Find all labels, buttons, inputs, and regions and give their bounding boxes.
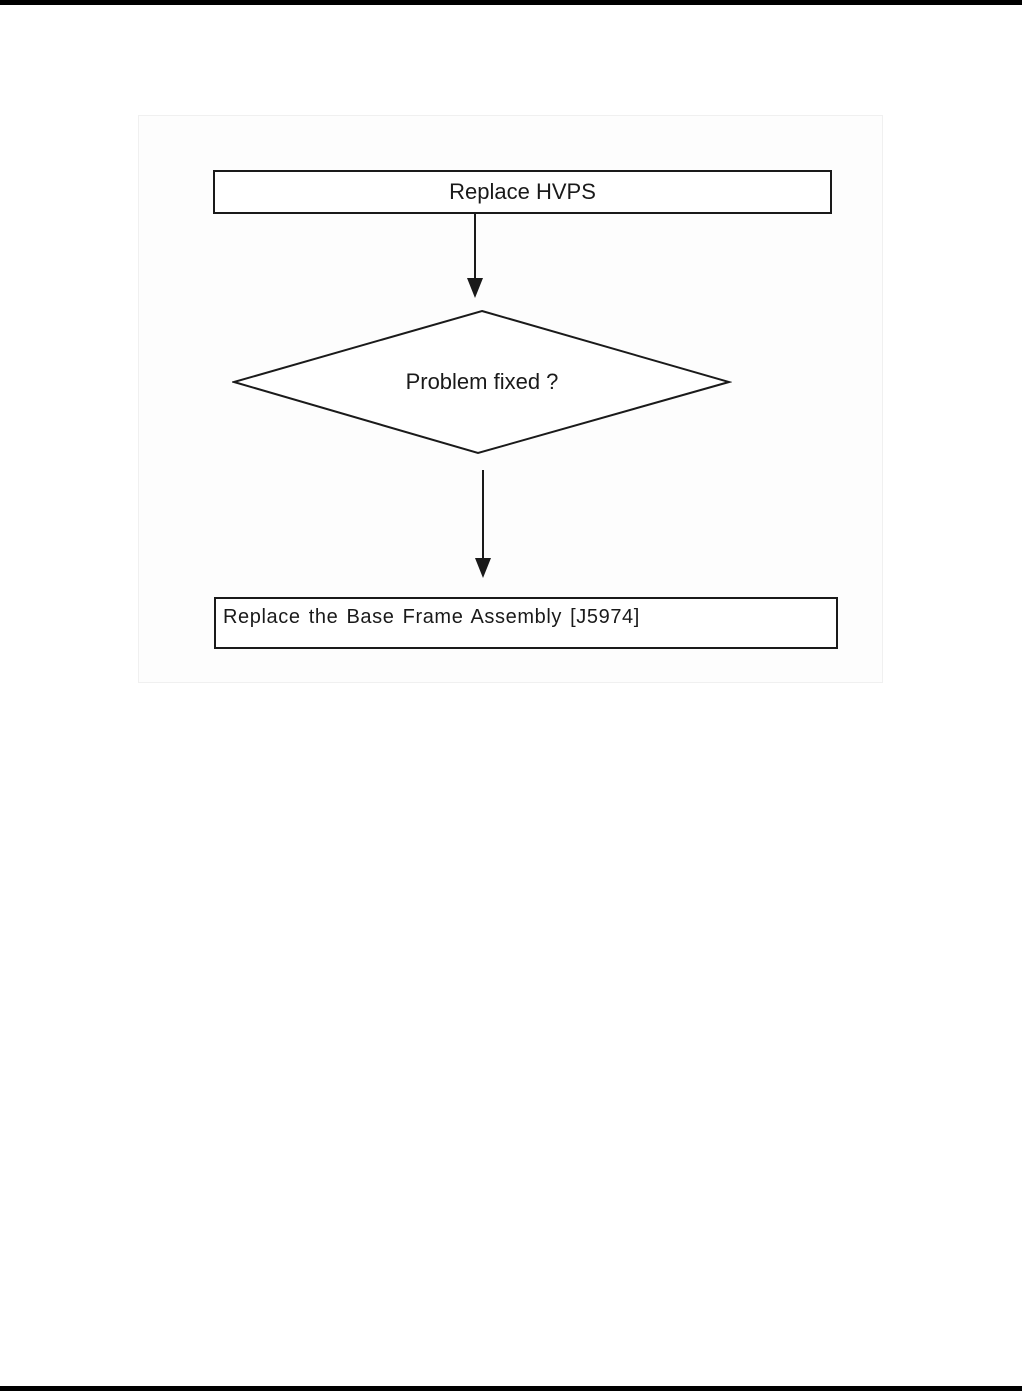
edge-arrow-problem-fixed-to-replace-base-frame (475, 470, 491, 578)
node-label: Replace the Base Frame Assembly [J5974] (223, 606, 640, 628)
decision-label: Problem fixed ? (405, 369, 559, 394)
diamond-shape (232, 309, 732, 455)
arrowhead-down-icon (467, 278, 483, 298)
page-top-border (0, 0, 1022, 5)
arrowhead-down-icon (475, 558, 491, 578)
flowchart-node-problem-fixed: Problem fixed ? (232, 309, 732, 455)
page-bottom-border (0, 1386, 1022, 1391)
diamond-outline (232, 309, 732, 455)
flowchart-node-replace-hvps: Replace HVPS (213, 170, 832, 214)
node-label: Problem fixed ? (232, 309, 732, 455)
node-label: Replace HVPS (449, 179, 596, 204)
edge-arrow-replace-hvps-to-problem-fixed (467, 213, 483, 298)
flowchart-node-replace-base-frame-assembly: Replace the Base Frame Assembly [J5974] (214, 597, 838, 649)
